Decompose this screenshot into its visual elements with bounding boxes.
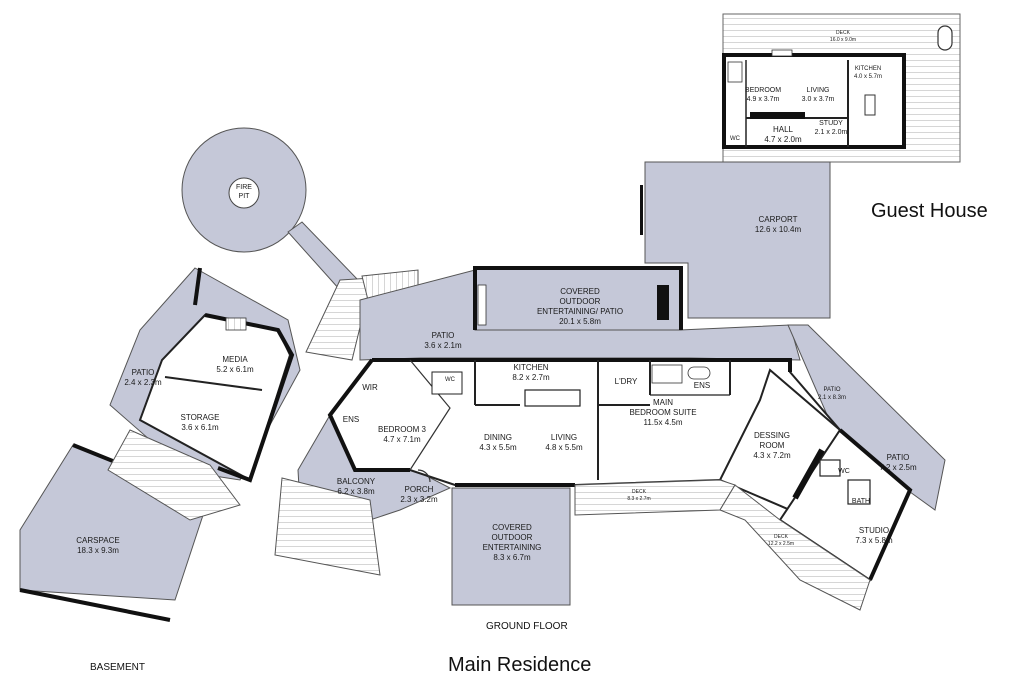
room-label-gh-study: 2.1 x 2.0m [815,129,848,136]
room-label-storage: STORAGE [181,413,220,422]
bathtub-icon [687,366,711,380]
room-label-patio-b: PATIO [432,331,455,340]
room-label-gh-hall: HALL [773,125,794,134]
room-label-gh-bedroom: 4.9 x 3.7m [747,96,780,103]
room-label-bedroom3: BEDROOM 3 [378,425,427,434]
covered-patio-area [474,267,682,331]
carport-area [644,161,831,319]
room-label-dining: 4.3 x 5.5m [479,443,517,452]
room-label-ens-bed3: ENS [343,415,359,424]
room-label-patio-c: PATIO [823,387,840,393]
room-label-balcony: BALCONY [337,477,376,486]
room-label-living: 4.8 x 5.5m [545,443,583,452]
room-label-bedroom3: 4.7 x 7.1m [383,435,421,444]
room-label-gh-wc: WC [730,136,741,142]
room-label-patio-d: 7.2 x 2.5m [879,463,917,472]
room-label-media: MEDIA [222,355,248,364]
guest-house-title: Guest House [871,200,988,222]
room-label-patio-a: 2.4 x 2.3m [124,378,162,387]
room-label-fire-pit: FIRE [236,184,252,191]
room-label-covered-outdoor-patio: ENTERTAINING/ PATIO [537,307,623,316]
room-label-carport: 12.6 x 10.4m [755,225,802,234]
room-label-gh-bedroom: BEDROOM [745,87,781,94]
room-label-storage: 3.6 x 6.1m [181,423,219,432]
room-label-gh-living: LIVING [807,87,830,94]
room-label-dessing-room: ROOM [760,441,785,450]
ground-floor-label: GROUND FLOOR [486,621,568,632]
room-label-wir: WIR [362,383,378,392]
room-label-deck-studio: 12.2 x 2.5m [768,541,794,547]
room-label-bath: BATH [852,498,870,505]
room-label-covered-outdoor: 8.3 x 6.7m [493,553,531,562]
room-label-deck-main: DECK [632,489,647,495]
room-label-gh-deck: 16.0 x 9.0m [830,37,856,43]
room-label-covered-outdoor-patio: 20.1 x 5.8m [559,317,601,326]
room-label-patio-b: 3.6 x 2.1m [424,341,462,350]
room-label-covered-outdoor-patio: OUTDOOR [560,297,601,306]
room-label-deck-studio: DECK [774,534,789,540]
room-label-ldry: L'DRY [615,377,638,386]
main-deck [574,479,736,516]
hot-tub-icon [937,25,953,51]
room-label-main-bedroom: BEDROOM SUITE [629,408,696,417]
basement-stairs [107,429,241,521]
room-label-kitchen: 8.2 x 2.7m [512,373,550,382]
stairs-left [305,277,373,361]
room-label-main-bedroom: MAIN [653,398,673,407]
room-label-porch: 2.3 x 3.2m [400,495,438,504]
room-label-gh-deck: DECK [836,30,851,36]
main-residence-title: Main Residence [448,654,592,676]
room-label-gh-living: 3.0 x 3.7m [802,96,835,103]
room-label-gh-study: STUDY [819,120,843,127]
room-label-covered-outdoor-patio: COVERED [560,287,600,296]
room-label-patio-d: PATIO [887,453,910,462]
room-label-carport: CARPORT [759,215,798,224]
room-label-kitchen: KITCHEN [513,363,548,372]
room-label-studio: STUDIO [859,526,889,535]
room-label-covered-outdoor: ENTERTAINING [483,543,542,552]
room-label-balcony: 6.2 x 3.8m [337,487,375,496]
guest-house [722,13,961,163]
studio-deck [719,484,871,611]
room-label-wc-studio: WC [838,468,850,475]
room-label-living: LIVING [551,433,577,442]
room-label-carspace: CARSPACE [76,536,119,545]
room-label-gh-kitchen: KITCHEN [855,66,881,72]
covered-outdoor-area [451,487,571,606]
gh-outer-wall [722,53,906,149]
room-label-wc-main: WC [445,377,456,383]
room-label-dessing-room: 4.3 x 7.2m [753,451,791,460]
room-label-patio-c: 2.1 x 8.3m [818,395,846,401]
room-label-fire-pit: PIT [239,193,251,200]
room-label-deck-main: 8.3 x 2.7m [627,496,650,502]
room-label-porch: PORCH [405,485,434,494]
room-label-covered-outdoor: OUTDOOR [492,533,533,542]
room-label-main-bedroom: 11.5x 4.5m [644,418,683,427]
room-label-patio-a: PATIO [132,368,155,377]
room-label-studio: 7.3 x 5.8m [855,536,893,545]
room-label-media: 5.2 x 6.1m [216,365,254,374]
room-label-dining: DINING [484,433,512,442]
room-label-carspace: 18.3 x 9.3m [77,546,119,555]
basement-label: BASEMENT [90,662,146,673]
balcony-stairs [274,477,381,576]
room-label-gh-hall: 4.7 x 2.0m [764,135,802,144]
room-label-dessing-room: DESSING [754,431,790,440]
room-label-ens-main: ENS [694,381,710,390]
room-label-covered-outdoor: COVERED [492,523,532,532]
room-label-gh-kitchen: 4.0 x 5.7m [854,74,882,80]
